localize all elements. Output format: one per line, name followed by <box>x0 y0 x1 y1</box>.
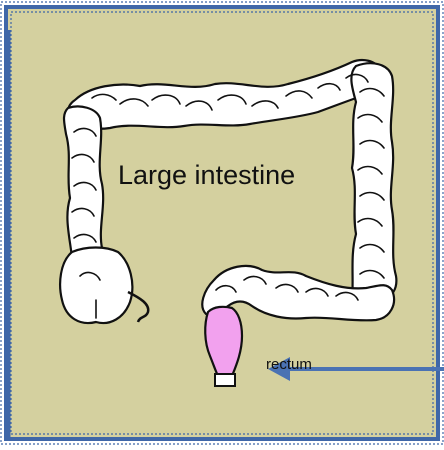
rectum-label: rectum <box>266 356 312 373</box>
large-intestine-label: Large intestine <box>118 160 295 191</box>
descending-colon <box>351 63 396 300</box>
anal-canal <box>215 374 235 386</box>
